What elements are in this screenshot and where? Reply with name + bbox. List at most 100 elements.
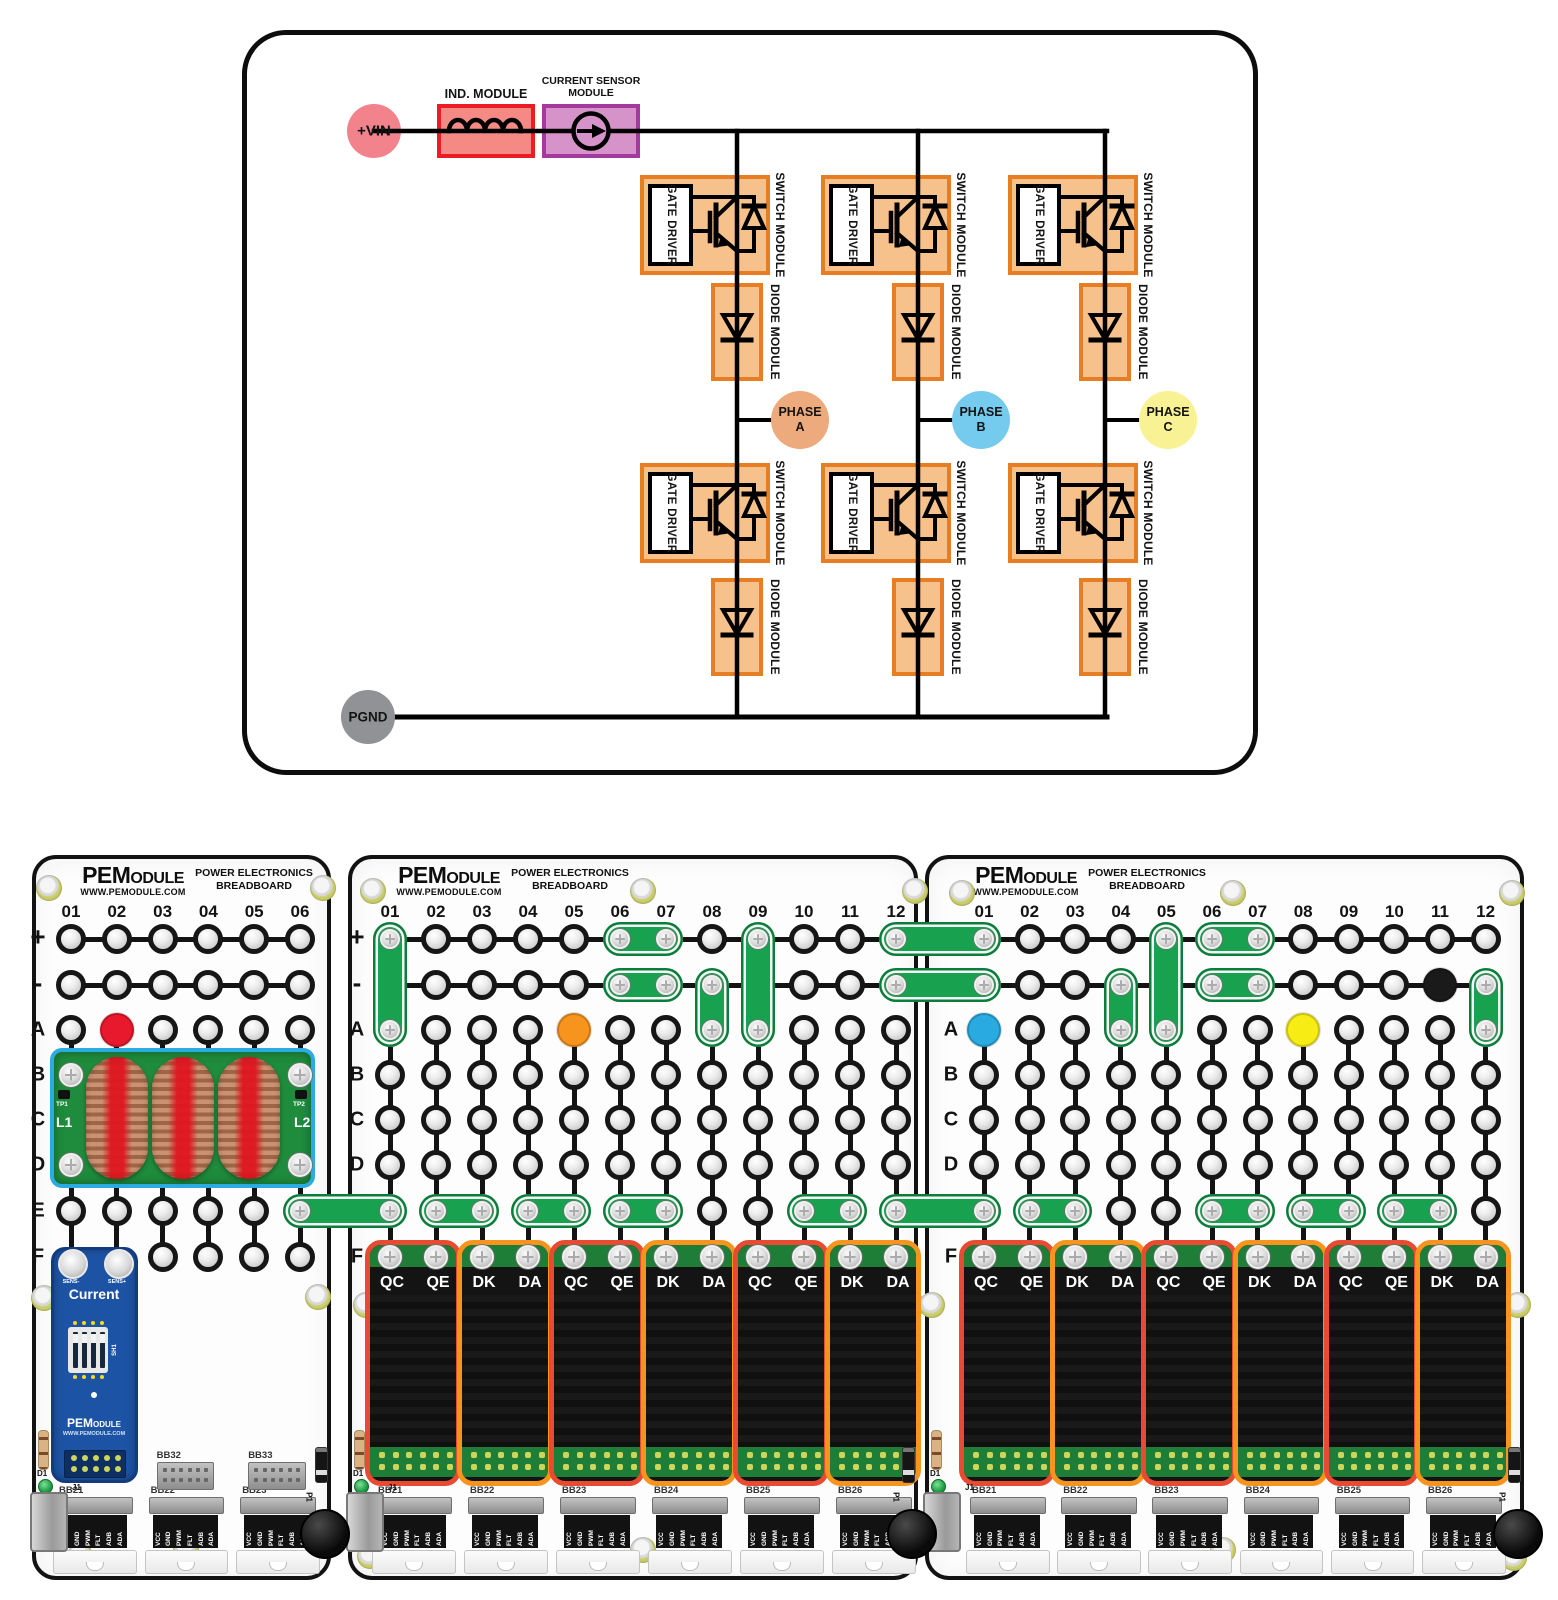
hole-A-07[interactable] — [651, 1015, 681, 1045]
hole-C-04[interactable] — [513, 1105, 543, 1135]
hole-+-01[interactable] — [56, 924, 86, 954]
hole---01[interactable] — [56, 970, 86, 1000]
hole-B-11[interactable] — [1425, 1060, 1455, 1090]
hole-+-11[interactable] — [835, 924, 865, 954]
bb-receptacle[interactable] — [236, 1550, 320, 1574]
hole-A-04[interactable] — [193, 1015, 224, 1045]
hole-A-10[interactable] — [1379, 1015, 1410, 1045]
hole-D-03[interactable] — [1060, 1150, 1091, 1180]
hole-+-02[interactable] — [421, 924, 451, 954]
hole-+-02[interactable] — [101, 924, 132, 954]
hole-C-10[interactable] — [1379, 1105, 1410, 1135]
bb-connector-header[interactable] — [744, 1497, 820, 1514]
hole-C-09[interactable] — [743, 1105, 773, 1135]
power-connector[interactable] — [346, 1492, 384, 1552]
hole-B-04[interactable] — [513, 1060, 543, 1090]
aux-connector[interactable] — [248, 1462, 306, 1490]
hole-D-12[interactable] — [881, 1150, 911, 1180]
hole-D-10[interactable] — [1379, 1150, 1410, 1180]
hole---05[interactable] — [239, 970, 270, 1000]
hole-D-12[interactable] — [1470, 1150, 1501, 1180]
bb-connector-header[interactable] — [1334, 1497, 1411, 1514]
bb-connector-header[interactable] — [1061, 1497, 1137, 1514]
hole-C-06[interactable] — [1197, 1105, 1227, 1135]
hole-D-11[interactable] — [835, 1150, 865, 1180]
hole-A-09[interactable] — [1333, 1015, 1364, 1045]
black-banana-plug[interactable] — [1423, 968, 1457, 1002]
hole-+-04[interactable] — [513, 924, 543, 954]
bb-receptacle[interactable] — [740, 1550, 824, 1574]
hole---05[interactable] — [559, 970, 589, 1000]
hole-C-07[interactable] — [651, 1105, 681, 1135]
hole-C-02[interactable] — [1014, 1105, 1045, 1135]
hole-E-05[interactable] — [239, 1196, 270, 1226]
hole-B-07[interactable] — [651, 1060, 681, 1090]
bb-receptacle[interactable] — [1057, 1550, 1141, 1574]
hole---11[interactable] — [835, 970, 865, 1000]
hole-+-09[interactable] — [1333, 924, 1364, 954]
hole-B-12[interactable] — [881, 1060, 911, 1090]
hole-B-03[interactable] — [467, 1060, 497, 1090]
bb-receptacle[interactable] — [1422, 1550, 1506, 1574]
hole-A-06[interactable] — [285, 1015, 315, 1045]
hole-C-02[interactable] — [421, 1105, 451, 1135]
hole---06[interactable] — [285, 970, 315, 1000]
hole-C-03[interactable] — [467, 1105, 497, 1135]
hole-A-04[interactable] — [513, 1015, 543, 1045]
orange-banana-plug[interactable] — [557, 1013, 591, 1047]
hole-B-06[interactable] — [1197, 1060, 1227, 1090]
hole-+-03[interactable] — [147, 924, 178, 954]
hole-+-06[interactable] — [285, 924, 315, 954]
hole-C-05[interactable] — [1151, 1105, 1182, 1135]
hole-D-04[interactable] — [1105, 1150, 1136, 1180]
hole-B-03[interactable] — [1060, 1060, 1091, 1090]
hole-D-05[interactable] — [1151, 1150, 1182, 1180]
bb-receptacle[interactable] — [1148, 1550, 1232, 1574]
hole-+-10[interactable] — [789, 924, 819, 954]
gate-module-QC-QE-5[interactable] — [1323, 1240, 1420, 1486]
bb-receptacle[interactable] — [966, 1550, 1050, 1574]
hole-D-07[interactable] — [1242, 1150, 1273, 1180]
hole-+-05[interactable] — [239, 924, 270, 954]
hole-C-09[interactable] — [1333, 1105, 1364, 1135]
hole-A-11[interactable] — [1425, 1015, 1455, 1045]
hole-A-07[interactable] — [1242, 1015, 1273, 1045]
hole-B-04[interactable] — [1105, 1060, 1136, 1090]
bb-receptacle[interactable] — [144, 1550, 229, 1574]
bb-connector-header[interactable] — [468, 1497, 544, 1514]
hole---02[interactable] — [101, 970, 132, 1000]
hole-D-02[interactable] — [421, 1150, 451, 1180]
hole-+-11[interactable] — [1425, 924, 1455, 954]
power-connector[interactable] — [30, 1492, 68, 1552]
hole-B-08[interactable] — [697, 1060, 727, 1090]
bb-receptacle[interactable] — [1330, 1550, 1415, 1574]
hole-D-06[interactable] — [605, 1150, 635, 1180]
hole-D-10[interactable] — [789, 1150, 819, 1180]
hole-+-05[interactable] — [559, 924, 589, 954]
hole-C-08[interactable] — [1288, 1105, 1319, 1135]
hole-C-03[interactable] — [1060, 1105, 1091, 1135]
hole-D-01[interactable] — [969, 1150, 999, 1180]
hole-B-10[interactable] — [789, 1060, 819, 1090]
hole-C-08[interactable] — [697, 1105, 727, 1135]
hole-D-09[interactable] — [743, 1150, 773, 1180]
bb-receptacle[interactable] — [1239, 1550, 1324, 1574]
dip-switch[interactable] — [82, 1332, 87, 1368]
hole-B-10[interactable] — [1379, 1060, 1410, 1090]
hole-+-10[interactable] — [1379, 924, 1410, 954]
sens-plus-knob[interactable] — [104, 1249, 134, 1279]
gate-module-DK-DA-4[interactable] — [1232, 1240, 1329, 1486]
hole---10[interactable] — [1379, 970, 1410, 1000]
hole-+-12[interactable] — [1470, 924, 1501, 954]
bb-connector-header[interactable] — [652, 1497, 728, 1514]
aux-connector[interactable] — [156, 1462, 215, 1490]
hole-D-07[interactable] — [651, 1150, 681, 1180]
hole-D-06[interactable] — [1197, 1150, 1227, 1180]
hole-F-03[interactable] — [147, 1242, 178, 1272]
hole-C-01[interactable] — [375, 1105, 405, 1135]
hole-E-12[interactable] — [1470, 1196, 1501, 1226]
gate-module-QC-QE-5[interactable] — [733, 1240, 829, 1486]
bb-connector-header[interactable] — [1426, 1497, 1502, 1514]
hole-B-07[interactable] — [1242, 1060, 1273, 1090]
hole-E-03[interactable] — [147, 1196, 178, 1226]
